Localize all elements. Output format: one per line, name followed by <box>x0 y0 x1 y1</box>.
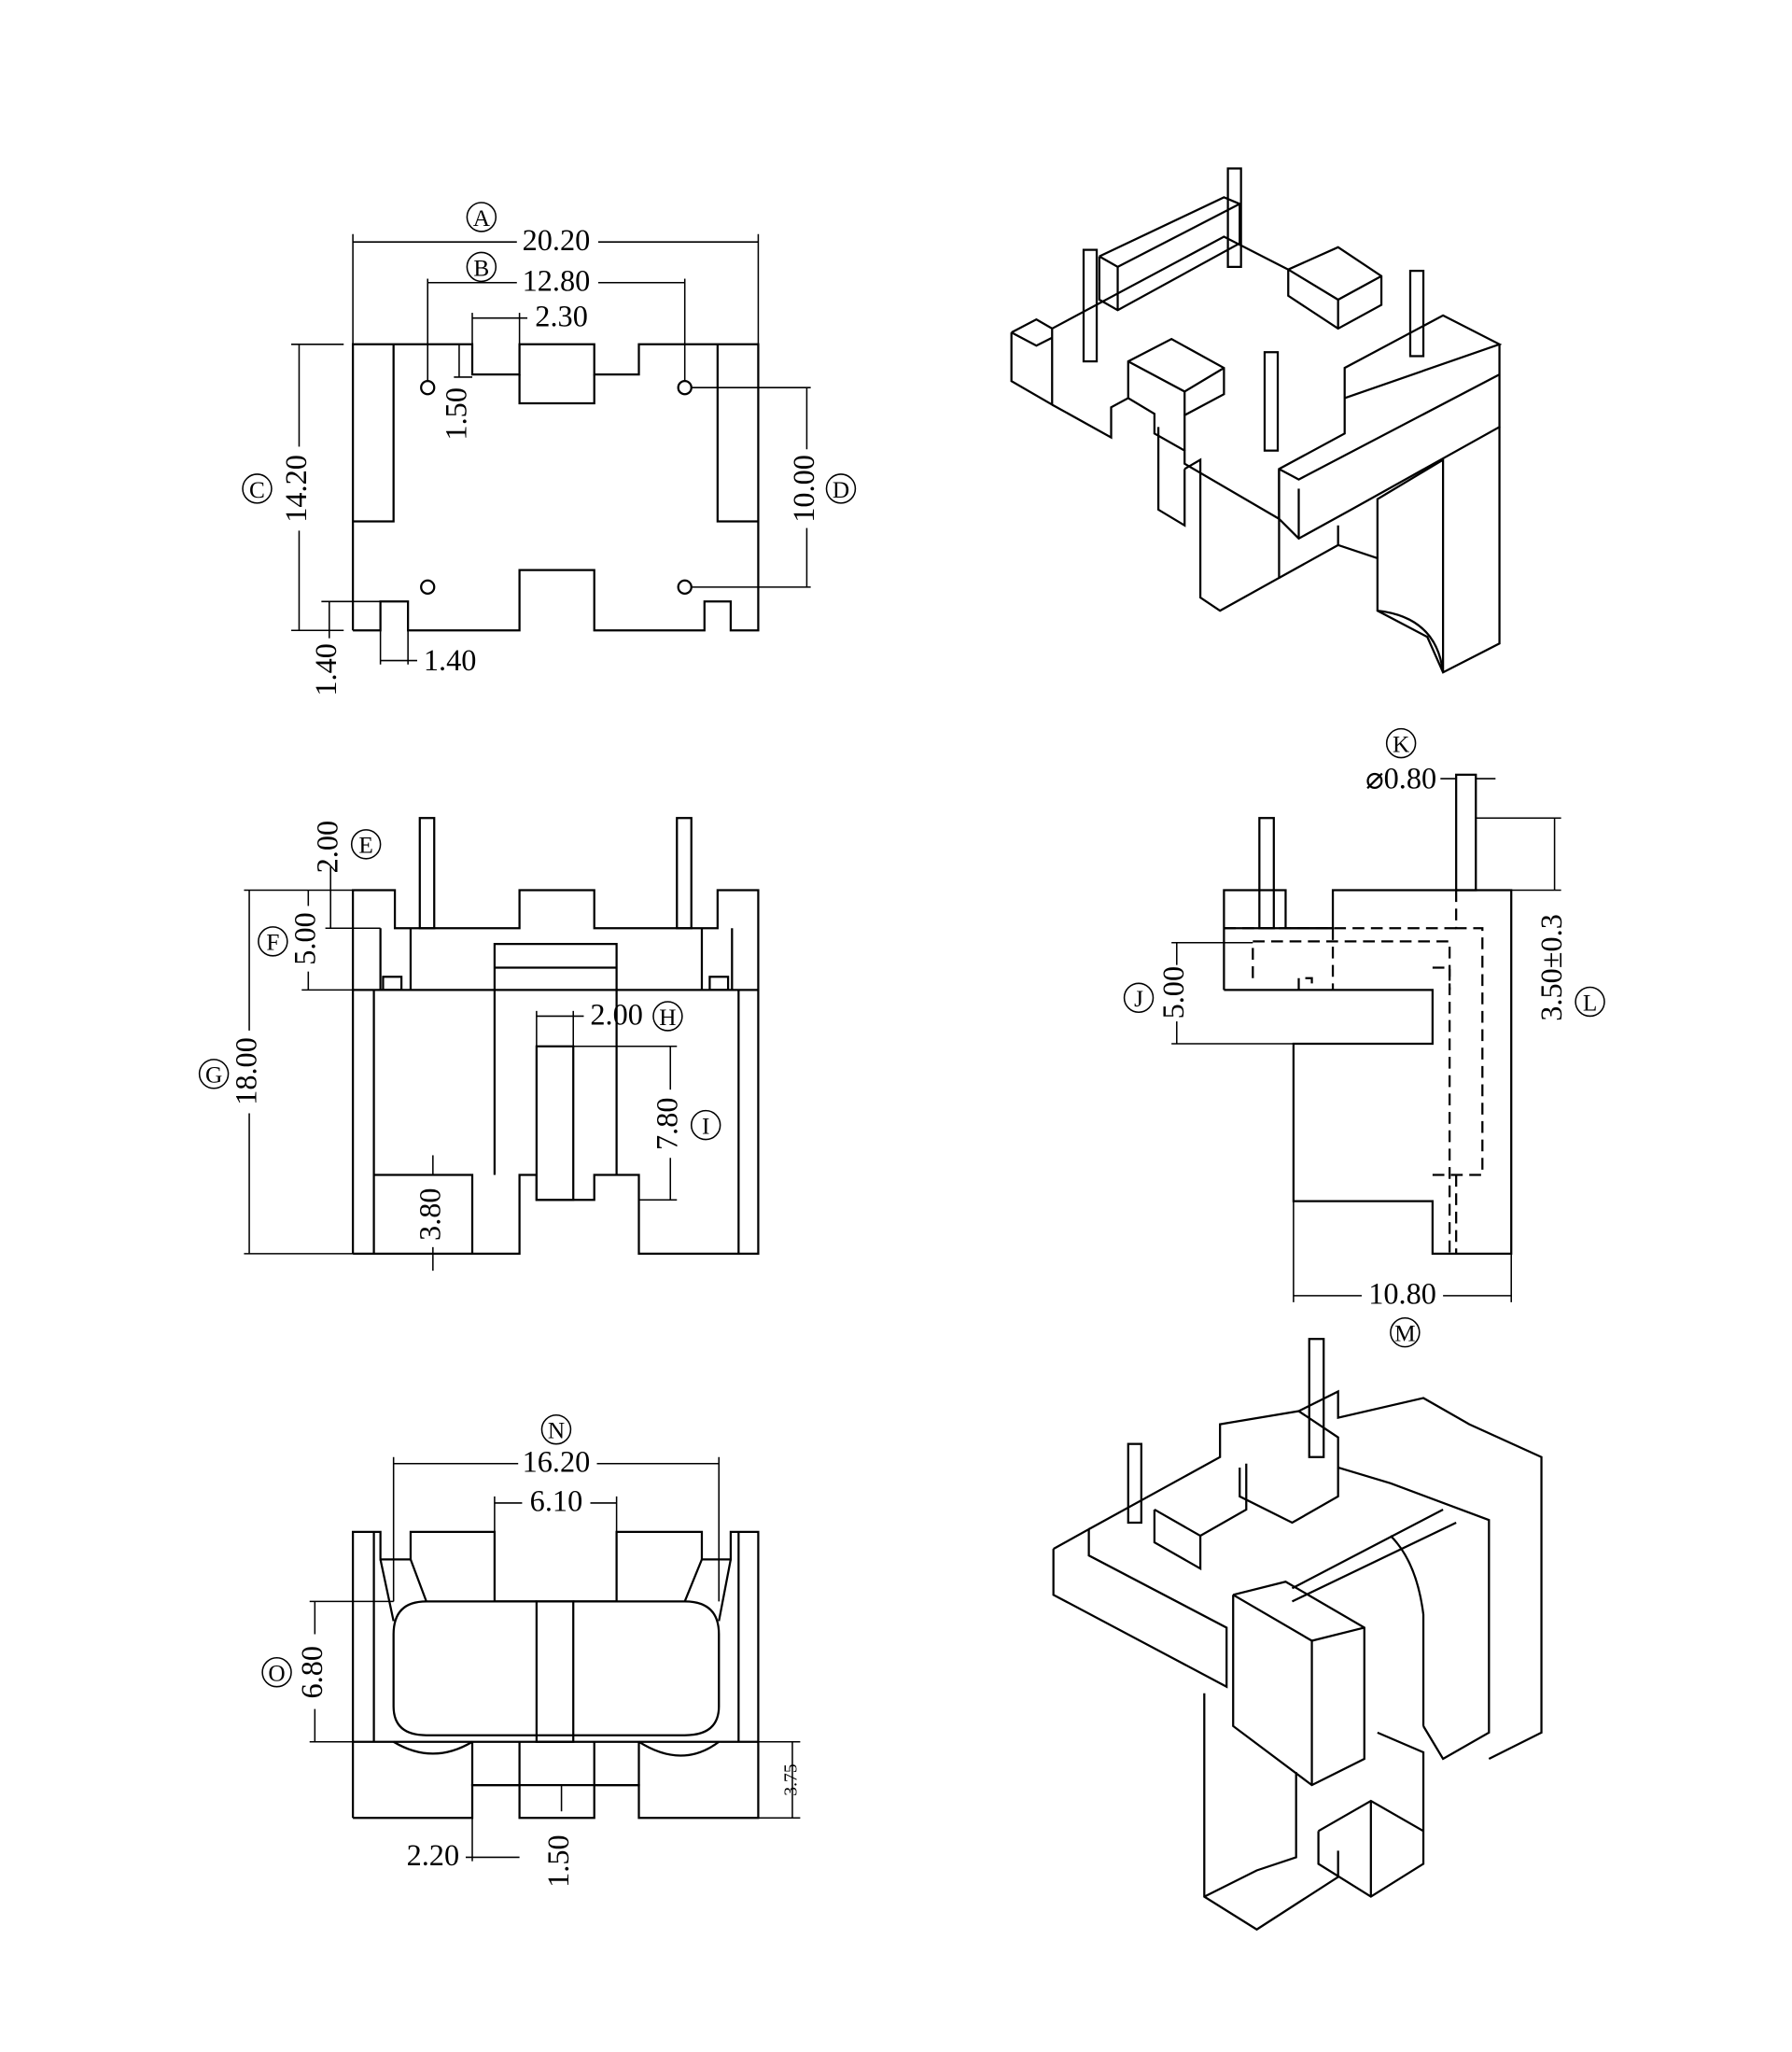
svg-text:O: O <box>268 1661 285 1687</box>
dim-M: 10.80 <box>1368 1277 1436 1311</box>
svg-text:K: K <box>1393 732 1410 758</box>
callout-B: B <box>466 251 497 283</box>
svg-text:B: B <box>473 255 489 281</box>
svg-text:M: M <box>1394 1321 1416 1347</box>
svg-text:I: I <box>702 1114 709 1140</box>
isometric-view-top <box>1010 167 1503 674</box>
dim-inner: 6.10 <box>530 1484 583 1518</box>
bottom-view: 16.20 N 6.10 6.80 O 3.75 2.20 1.50 <box>261 1413 801 1888</box>
callout-D: D <box>825 473 857 504</box>
side-view: ⌀0.80 K 3.50±0.3 L 5.00 J 10.80 M <box>1123 727 1605 1348</box>
svg-text:H: H <box>659 1005 676 1031</box>
dim-K: ⌀0.80 <box>1365 761 1436 794</box>
pin-hole <box>420 579 436 595</box>
dim-rib: 1.50 <box>541 1834 575 1888</box>
dim-G: 18.00 <box>229 1037 262 1105</box>
callout-L: L <box>1575 986 1605 1018</box>
dim-A: 20.20 <box>523 223 591 257</box>
dim-D: 10.00 <box>787 455 820 523</box>
callout-F: F <box>258 926 288 957</box>
dim-notch-w: 1.40 <box>424 643 477 677</box>
dim-notch-h: 1.40 <box>309 643 343 696</box>
callout-O: O <box>261 1657 292 1688</box>
svg-text:C: C <box>249 477 265 503</box>
pin-hole <box>677 380 693 396</box>
callout-E: E <box>350 829 382 860</box>
dim-H: 2.00 <box>590 997 643 1031</box>
dim-C: 14.20 <box>279 455 313 523</box>
dim-foot: 3.80 <box>413 1188 446 1241</box>
dim-edge: 3.75 <box>780 1764 801 1796</box>
dim-O: 6.80 <box>295 1646 329 1699</box>
top-view: 20.20 A 12.80 B 2.30 14.20 C 10.00 D 1.5… <box>242 202 857 696</box>
callout-N: N <box>540 1413 572 1445</box>
dim-slot: 2.30 <box>535 300 588 333</box>
pin-hole <box>420 380 436 396</box>
svg-text:L: L <box>1583 990 1597 1016</box>
callout-J: J <box>1123 982 1155 1014</box>
callout-M: M <box>1390 1316 1421 1348</box>
svg-text:D: D <box>833 477 849 503</box>
dim-I: 7.80 <box>651 1097 684 1150</box>
callout-C: C <box>242 473 273 504</box>
callout-I: I <box>690 1109 721 1141</box>
callout-A: A <box>466 202 497 232</box>
isometric-view-bottom <box>1052 1338 1543 1932</box>
callout-H: H <box>652 1001 683 1032</box>
dim-pin-offset: 1.50 <box>439 387 472 441</box>
svg-text:N: N <box>548 1418 565 1444</box>
dim-B: 12.80 <box>523 264 591 298</box>
front-view: 18.00 G 2.00 E 5.00 F 2.00 H 7.80 I 3.80 <box>198 817 760 1272</box>
pin-hole <box>677 579 693 595</box>
dim-gap: 2.20 <box>407 1838 460 1872</box>
callout-K: K <box>1385 727 1417 759</box>
dim-E: 2.00 <box>311 821 344 874</box>
svg-text:A: A <box>473 205 491 232</box>
callout-G: G <box>198 1059 230 1089</box>
dim-F: 5.00 <box>288 912 322 965</box>
svg-text:J: J <box>1134 986 1143 1012</box>
svg-text:E: E <box>358 833 372 859</box>
svg-text:G: G <box>205 1062 222 1089</box>
svg-text:F: F <box>266 930 279 956</box>
dim-N: 16.20 <box>523 1445 591 1479</box>
dim-L: 3.50±0.3 <box>1534 914 1568 1021</box>
dim-J: 5.00 <box>1156 966 1190 1019</box>
